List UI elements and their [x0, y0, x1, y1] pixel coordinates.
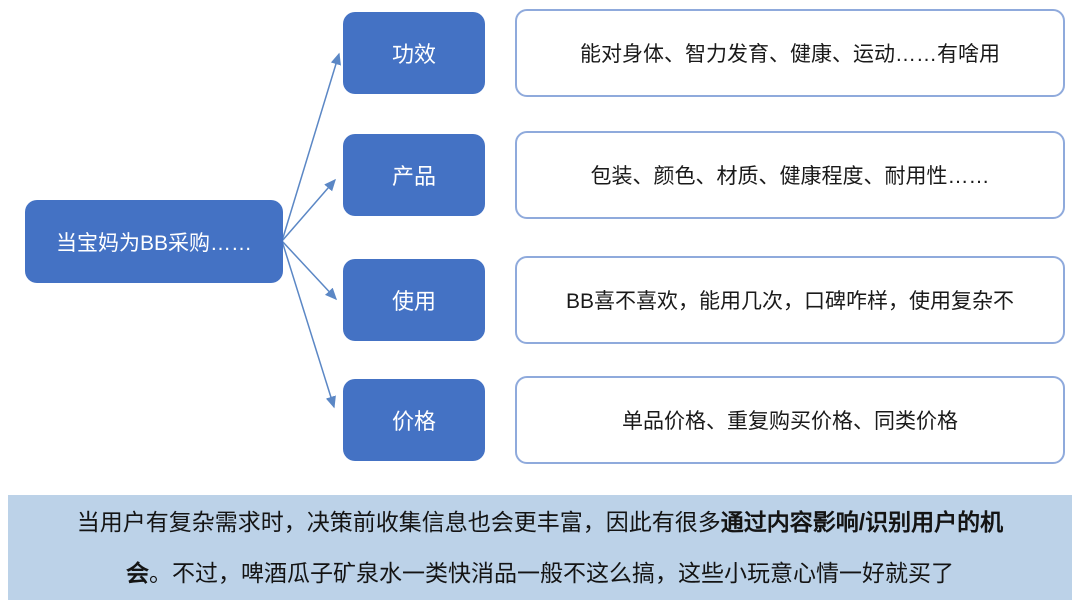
branch-node-label: 使用	[391, 289, 436, 314]
branch-node-jiage: 价格	[343, 379, 485, 461]
connector-line	[281, 178, 336, 242]
description-box-chanpin: 包装、颜色、材质、健康程度、耐用性……	[515, 131, 1065, 219]
description-text: 单品价格、重复购买价格、同类价格	[622, 410, 958, 433]
branch-node-gongxiao: 功效	[343, 12, 485, 94]
footer-line-2: 会。不过，啤酒瓜子矿泉水一类快消品一般不这么搞，这些小玩意心情一好就买了	[126, 548, 954, 599]
description-text: 包装、颜色、材质、健康程度、耐用性……	[590, 165, 990, 188]
footer-line1-normal: 当用户有复杂需求时，决策前收集信息也会更丰富，因此有很多	[76, 508, 721, 535]
branch-node-label: 产品	[391, 164, 436, 189]
footer-line2-normal: 。不过，啤酒瓜子矿泉水一类快消品一般不这么搞，这些小玩意心情一好就买了	[149, 559, 954, 586]
connector-line	[281, 240, 338, 301]
branch-node-label: 价格	[391, 409, 436, 434]
footer-line-1: 当用户有复杂需求时，决策前收集信息也会更丰富，因此有很多通过内容影响/识别用户的…	[77, 497, 1003, 548]
description-box-shiyong: BB喜不喜欢，能用几次，口碑咋样，使用复杂不	[515, 256, 1065, 344]
footer-line1-bold: 通过内容影响/识别用户的机	[720, 508, 1004, 535]
description-box-jiage: 单品价格、重复购买价格、同类价格	[515, 376, 1065, 464]
footer-note: 当用户有复杂需求时，决策前收集信息也会更丰富，因此有很多通过内容影响/识别用户的…	[8, 495, 1072, 600]
description-text: 能对身体、智力发育、健康、运动……有啥用	[580, 43, 1000, 66]
root-node-label: 当宝妈为BB采购……	[55, 231, 252, 255]
description-text: BB喜不喜欢，能用几次，口碑咋样，使用复杂不	[565, 290, 1014, 313]
connector-line	[281, 52, 341, 242]
connector-line	[281, 240, 336, 409]
footer-line2-bold: 会	[126, 559, 149, 586]
branch-node-shiyong: 使用	[343, 259, 485, 341]
branch-node-chanpin: 产品	[343, 134, 485, 216]
branch-node-label: 功效	[391, 42, 436, 67]
root-node: 当宝妈为BB采购……	[25, 200, 283, 283]
description-box-gongxiao: 能对身体、智力发育、健康、运动……有啥用	[515, 9, 1065, 97]
